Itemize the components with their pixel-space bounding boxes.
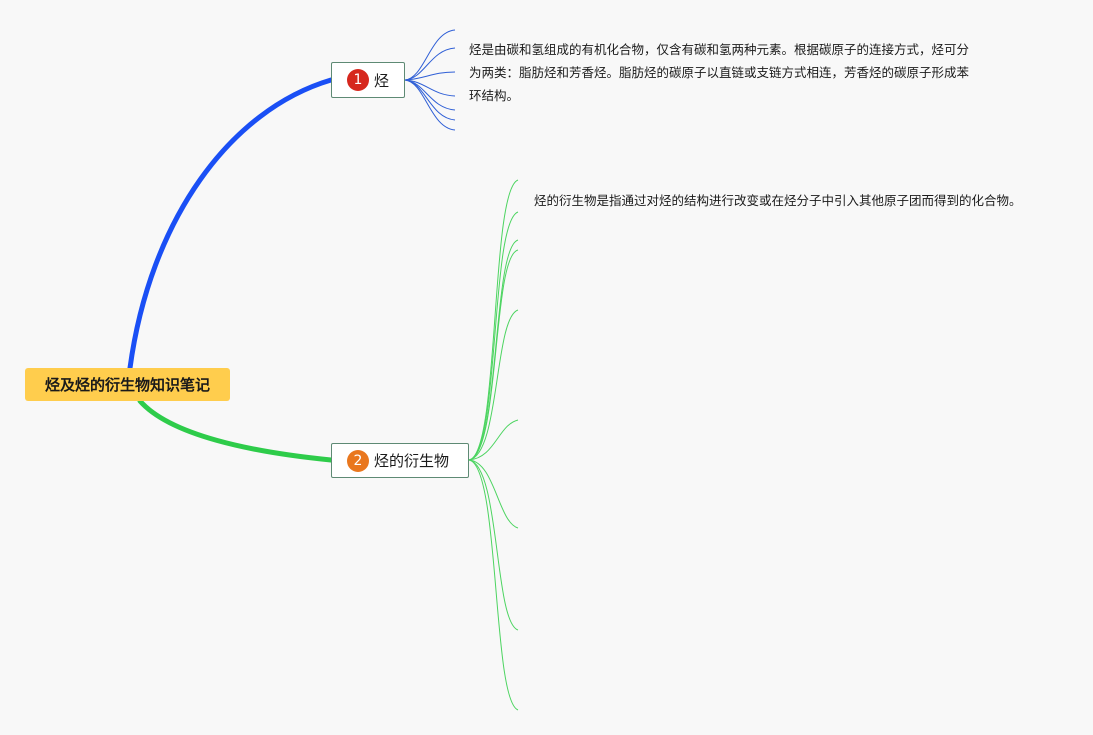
note-hydrocarbon: 烃是由碳和氢组成的有机化合物，仅含有碳和氢两种元素。根据碳原子的连接方式，烃可分…: [469, 42, 970, 103]
topic-hydrocarbon-derivatives[interactable]: 2 烃的衍生物: [331, 443, 469, 478]
root-topic-label: 烃及烃的衍生物知识笔记: [44, 376, 210, 394]
branch-line-2: [137, 398, 334, 463]
topic-hydrocarbon[interactable]: 1 烃: [331, 62, 405, 98]
number-badge-2: 2: [347, 449, 369, 472]
root-topic[interactable]: 烃及烃的衍生物知识笔记: [25, 368, 230, 401]
note-hydrocarbon-derivatives: 烃的衍生物是指通过对烃的结构进行改变或在烃分子中引入其他原子团而得到的化合物。: [534, 193, 1022, 208]
topic-1-fan: [404, 29, 456, 131]
topic-2-fan: [468, 179, 519, 711]
topic-hydrocarbon-label: 烃: [374, 71, 390, 90]
branch-line-1: [127, 77, 334, 371]
number-badge-1: 1: [347, 69, 369, 91]
topic-hydrocarbon-derivatives-label: 烃的衍生物: [374, 452, 450, 470]
